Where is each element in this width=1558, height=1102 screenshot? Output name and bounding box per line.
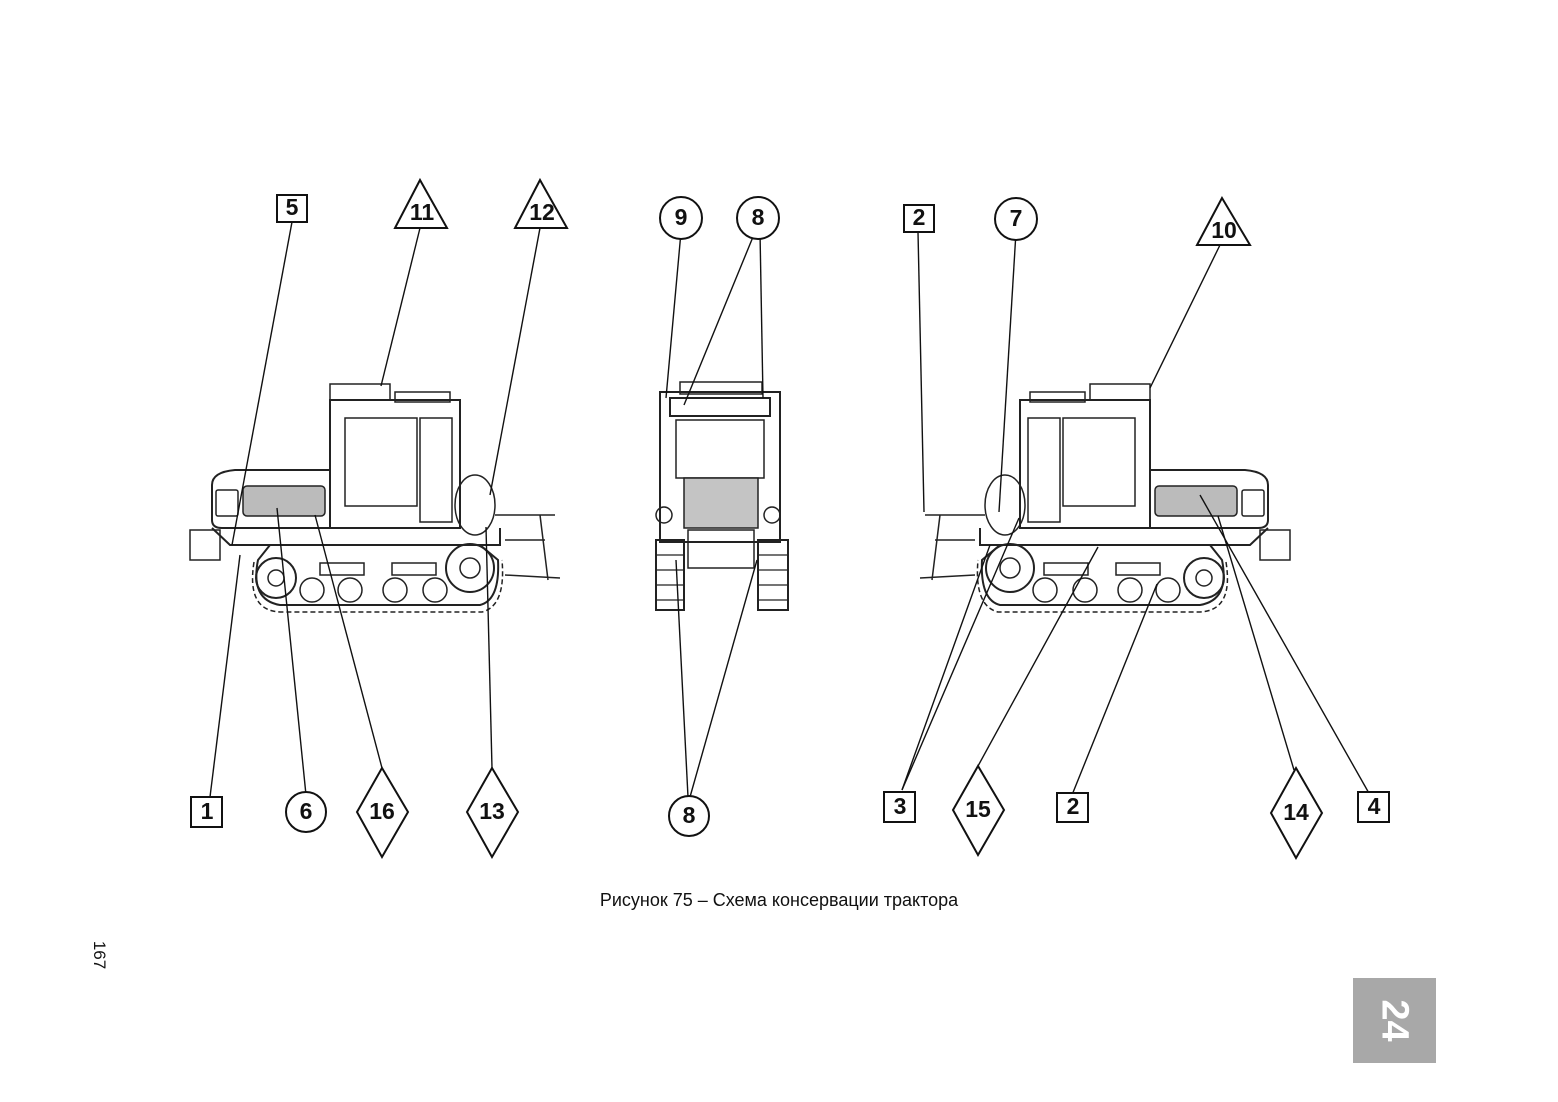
callout-16-diamond <box>355 766 410 860</box>
leader-lines <box>209 221 1371 798</box>
callout-7-circle <box>994 197 1038 241</box>
callout-label-14: 14 <box>1283 799 1309 825</box>
tractor-right-side-view <box>919 383 1291 613</box>
callout-label-11: 11 <box>410 199 435 225</box>
callout-11-triangle <box>393 177 449 229</box>
callout-label-5: 5 <box>286 194 299 220</box>
callout-2-square <box>903 204 935 233</box>
callout-5-square <box>276 194 308 223</box>
callout-label-10: 10 <box>1211 217 1237 243</box>
callout-label-8: 8 <box>752 204 765 230</box>
callout-12-triangle <box>513 177 569 229</box>
page-number: 167 <box>90 940 109 970</box>
callout-labels: 5 11 12 9 8 2 7 10 1 6 16 13 8 3 15 2 14… <box>201 194 1381 828</box>
callout-label-2: 2 <box>913 204 926 230</box>
callout-label-7: 7 <box>1010 205 1023 231</box>
figure-caption: Рисунок 75 – Схема консервации трактора <box>599 890 959 910</box>
callout-label-15: 15 <box>965 796 991 822</box>
callout-10-triangle <box>1195 195 1252 246</box>
callout-label-16: 16 <box>369 798 395 824</box>
callout-label-13: 13 <box>479 798 505 824</box>
callout-label-9: 9 <box>675 204 688 230</box>
callout-label-8-bottom: 8 <box>683 802 696 828</box>
callout-9-circle <box>659 196 703 240</box>
callout-label-2-bottom: 2 <box>1067 793 1080 819</box>
callout-label-12: 12 <box>529 199 555 225</box>
callout-15-diamond <box>951 764 1006 858</box>
callout-6-circle <box>285 791 327 833</box>
callout-14-diamond <box>1269 765 1324 861</box>
callout-label-4: 4 <box>1368 793 1381 819</box>
callout-label-1: 1 <box>201 798 214 824</box>
callout-4-square <box>1357 791 1390 823</box>
section-tab: 24 <box>1353 978 1436 1063</box>
section-tab-label: 24 <box>1374 999 1416 1042</box>
callout-symbols <box>190 177 1390 861</box>
tractor-front-view <box>655 381 789 611</box>
callout-2-square-bottom <box>1056 792 1089 823</box>
callout-3-square <box>883 791 916 823</box>
callout-label-6: 6 <box>300 798 313 824</box>
callout-8-circle <box>736 196 780 240</box>
callout-8-circle-bottom <box>668 795 710 837</box>
callout-13-diamond <box>465 766 520 860</box>
callout-1-square <box>190 796 223 828</box>
callout-label-3: 3 <box>894 793 907 819</box>
